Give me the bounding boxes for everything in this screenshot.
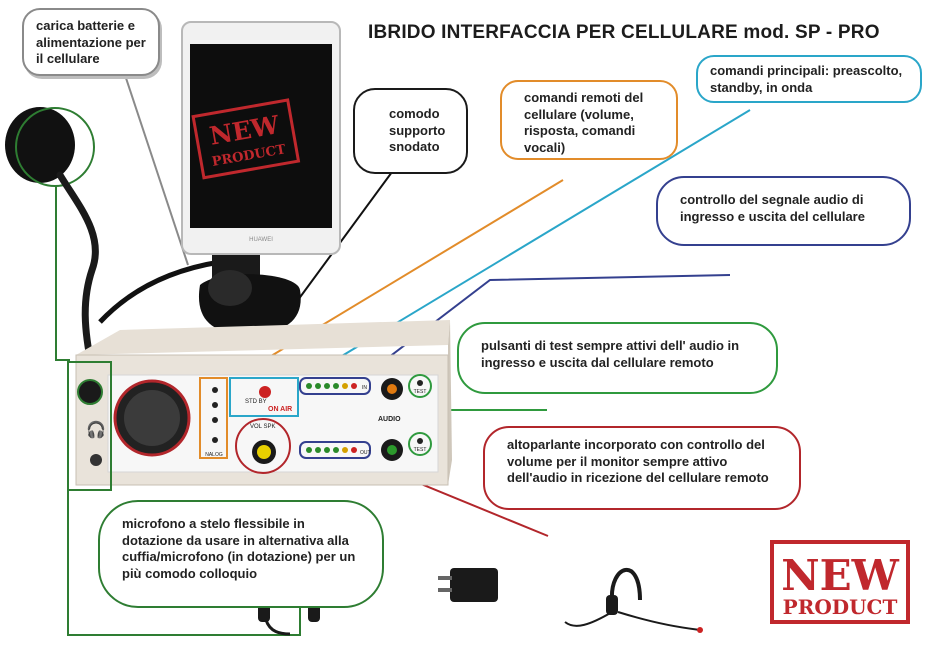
boom-headset-icon [564,567,703,633]
mic-jack-icon [77,379,103,405]
charger-line [124,74,189,266]
power-adapter-icon [438,568,498,602]
audio-out-knob-cap [387,445,397,455]
audio-in-knob-cap [387,384,397,394]
headset-line [67,490,301,636]
stamp-line1: NEW [781,551,899,600]
phone-screen [190,44,332,228]
callout-remote: comandi remoti del cellulare (volume, ri… [500,80,678,160]
led-row-in [306,383,357,389]
vol-knob-cap [257,445,271,459]
test-out-highlight [408,432,432,456]
panel-label-test-out: TEST [414,447,427,453]
callout-test-buttons: pulsanti di test sempre attivi dell' aud… [457,322,778,394]
callout-speaker: altoparlante incorporato con controllo d… [483,426,801,510]
mount-line [297,171,393,301]
vol-knob-highlight [235,418,291,474]
panel-label-test-in: TEST [414,389,427,395]
speaker-cone [124,390,180,446]
test-out-button[interactable] [417,438,423,444]
device-top [76,320,450,355]
remote-controls-box [199,377,228,459]
panel-label-out: OUT [360,450,371,456]
on-air-button[interactable] [259,386,271,398]
headphone-jack-icon [90,454,102,466]
audio-out-meter-box [299,441,371,459]
audio-in-meter-box [299,377,371,395]
panel-label-onair: ON AIR [268,406,292,413]
test-in-highlight [408,374,432,398]
page-title: IBRIDO INTERFACCIA PER CELLULARE mod. SP… [368,22,880,43]
panel-label-audio: AUDIO [378,416,401,423]
callout-microphone: microfono a stelo flessibile in dotazion… [98,500,384,608]
vol-up-button[interactable] [212,387,218,393]
charger-cable [98,259,221,324]
callout-mount: comodo supporto snodato [353,88,468,174]
callout-charger: carica batterie e alimentazione per il c… [22,8,160,76]
headphone-icon: 🎧 [86,420,106,439]
vol-down-button[interactable] [212,402,218,408]
phone-brand: HUAWEI [249,237,273,243]
answer-button[interactable] [212,417,218,423]
phone-stamp: NEW PRODUCT [191,98,301,180]
panel-label-nalog: NALOG [205,452,223,458]
panel-label-volspk: VOL SPK [250,424,275,430]
gooseneck-stem [56,171,99,372]
jack-box-highlight [67,361,112,491]
callout-main-controls: comandi principali: preascolto, standby,… [696,55,922,103]
mic-line [55,185,70,361]
microphone-highlight [15,107,95,187]
device-side [448,320,452,485]
callout-audio-control: controllo del segnale audio di ingresso … [656,176,911,246]
stamp-line2: PRODUCT [783,595,898,619]
voice-command-button[interactable] [212,437,218,443]
panel-label-stdby: STD BY [245,399,267,405]
panel-label-in: IN [362,385,367,391]
main-controls-box [229,377,299,417]
led-row-out [306,447,357,453]
stand-joint [208,270,252,306]
test-in-button[interactable] [417,380,423,386]
new-product-stamp: NEW PRODUCT [770,540,910,624]
